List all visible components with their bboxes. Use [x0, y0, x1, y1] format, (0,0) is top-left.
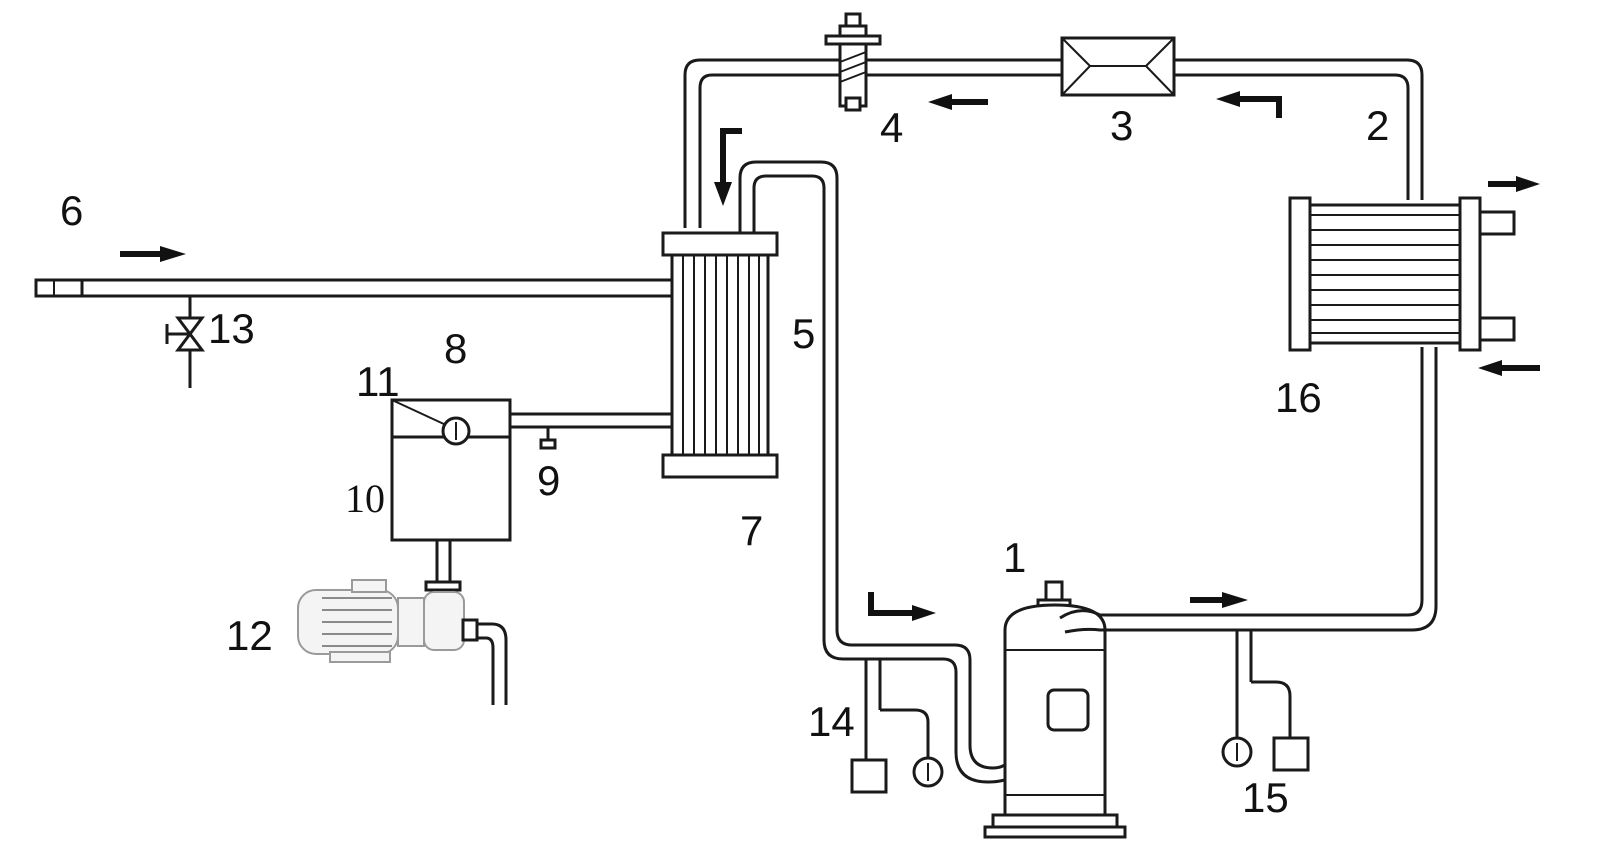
label-float-gauge: 11 [356, 358, 400, 405]
condenser [1288, 196, 1516, 352]
label-compressor: 1 [1003, 534, 1026, 581]
low-pressure-gauge-set [850, 659, 930, 794]
compressor [983, 580, 1127, 839]
label-evaporator: 7 [740, 507, 763, 554]
flow-arrow-condenser-out-icon [1488, 176, 1540, 192]
flow-arrow-condenser-in-icon [1478, 360, 1540, 376]
tank-outlet-pipe [424, 540, 462, 592]
filter-drier [1060, 36, 1176, 97]
water-inlet-line [34, 278, 672, 298]
label-water-inlet: 6 [60, 187, 83, 234]
pressure-gauge-icon [1221, 736, 1253, 768]
label-high-pressure-gauges: 15 [1242, 774, 1289, 821]
flow-arrow-filter-icon [1216, 91, 1282, 118]
liquid-line [683, 58, 1424, 228]
flow-arrow-water-inlet-icon [120, 246, 186, 262]
float-gauge-icon [441, 416, 471, 446]
label-filter-drier: 3 [1110, 102, 1133, 149]
high-pressure-gauge-set [1235, 630, 1310, 772]
flow-arrow-suction-icon [868, 592, 936, 621]
flow-arrow-discharge-icon [1190, 592, 1248, 608]
label-expansion-valve: 4 [880, 104, 903, 151]
return-line [510, 412, 672, 429]
label-low-pressure-gauges: 14 [808, 698, 855, 745]
drain-valve [165, 296, 205, 388]
pressure-gauge-icon [912, 756, 944, 788]
flow-arrow-exp-valve-icon [928, 94, 988, 110]
discharge-line [1059, 347, 1438, 634]
evaporator [661, 231, 779, 479]
drain-fitting [539, 427, 557, 450]
label-valve: 13 [208, 305, 255, 352]
label-water-pump: 12 [226, 612, 273, 659]
label-drain: 9 [537, 457, 560, 504]
water-pump [297, 579, 508, 705]
label-water-tank-top: 8 [444, 325, 467, 372]
label-suction-line: 5 [792, 310, 815, 357]
label-water-tank: 10 [345, 476, 385, 521]
label-condenser: 16 [1275, 374, 1322, 421]
label-condenser-outlet: 2 [1366, 102, 1389, 149]
flow-arrow-evaporator-in-icon [714, 128, 742, 206]
expansion-valve [824, 12, 882, 112]
